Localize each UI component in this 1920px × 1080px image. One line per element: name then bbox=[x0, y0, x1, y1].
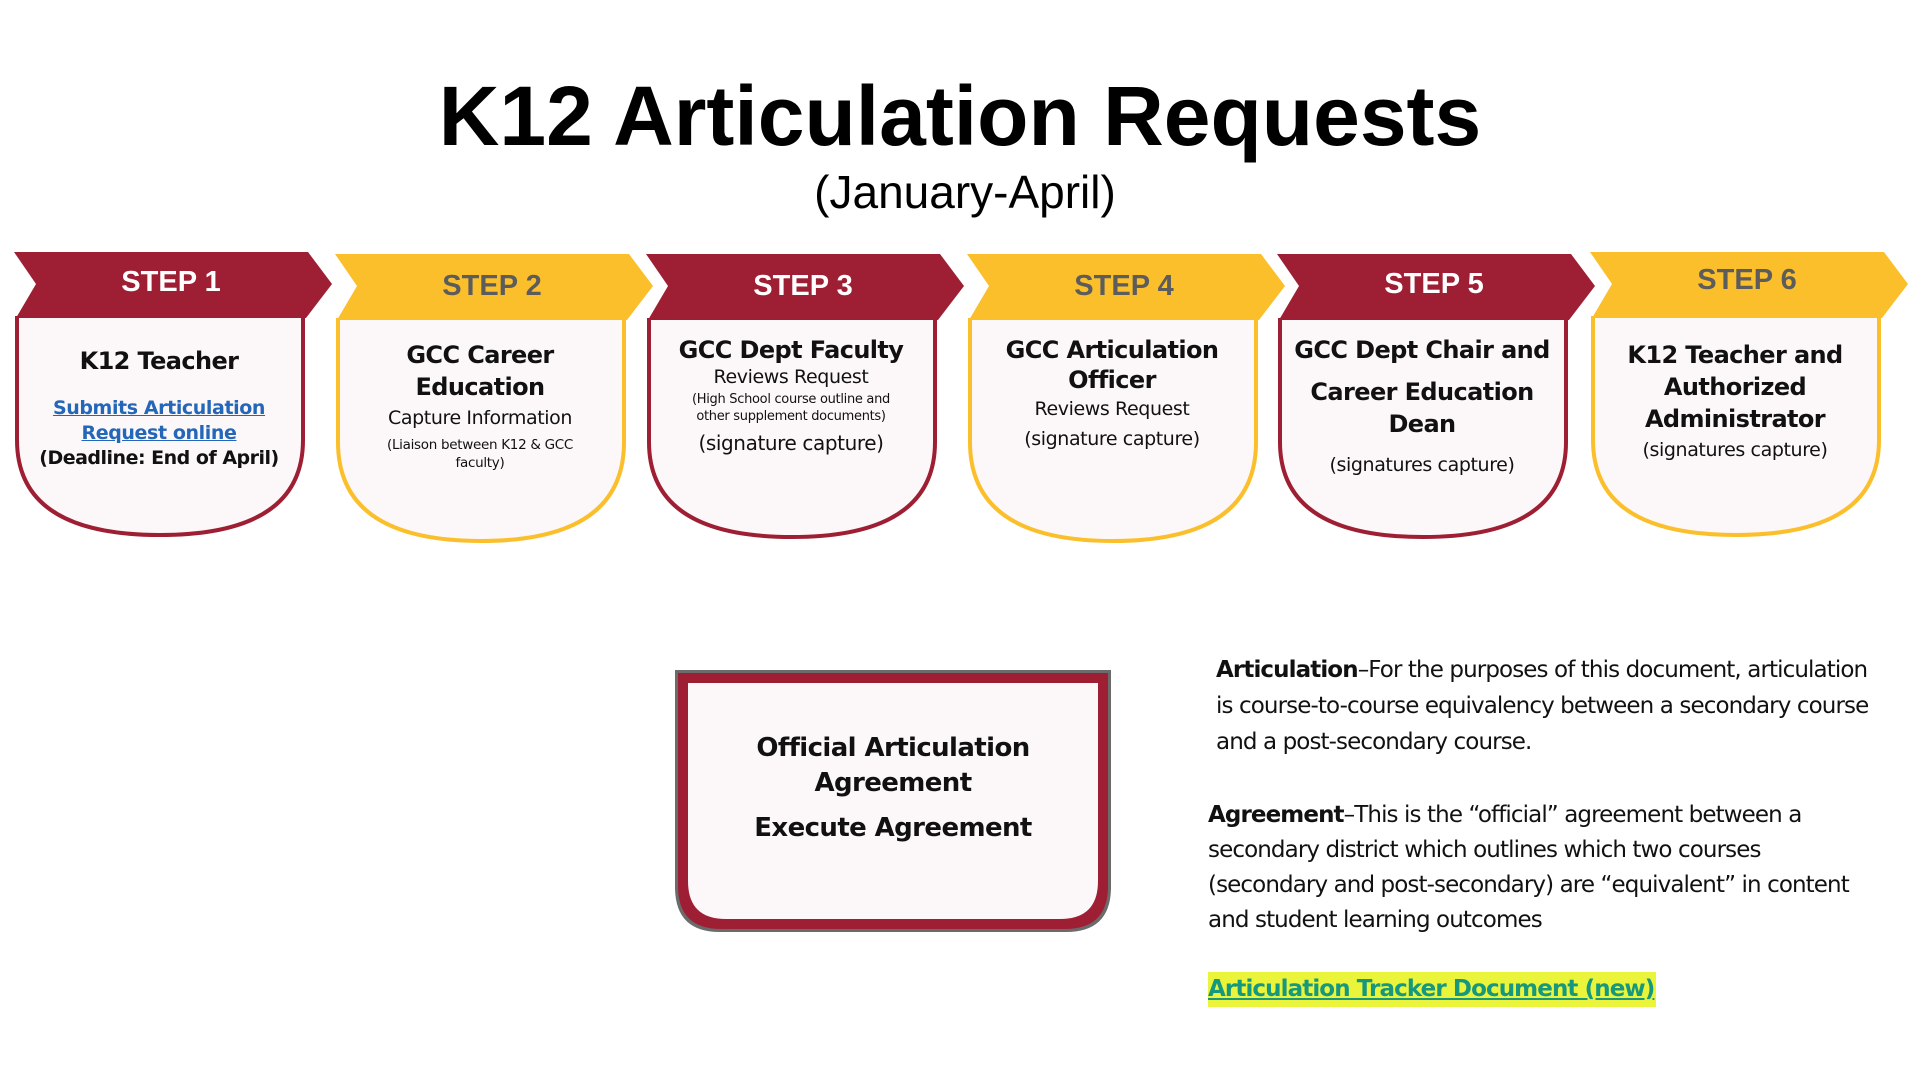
step-5-label: STEP 5 bbox=[1384, 268, 1484, 300]
step-3-action: Reviews Request bbox=[713, 366, 869, 388]
step-2-detail-line-2: faculty) bbox=[455, 455, 505, 471]
definitions-panel: Articulation–For the purposes of this do… bbox=[1208, 652, 1888, 1007]
step-4-role-line-1: GCC Articulation bbox=[1005, 336, 1219, 364]
definition-agreement: Agreement–This is the “official” agreeme… bbox=[1208, 798, 1878, 938]
step-3-card: STEP 3 GCC Dept Faculty Reviews Request … bbox=[644, 252, 964, 552]
step-2-detail-line-1: (Liaison between K12 & GCC bbox=[386, 437, 574, 453]
definition-articulation: Articulation–For the purposes of this do… bbox=[1208, 652, 1888, 760]
definition-term-articulation: Articulation bbox=[1216, 657, 1359, 683]
step-5-role-line-2: Career Education bbox=[1310, 378, 1534, 406]
step-2-body: GCC Career Education Capture Information… bbox=[339, 340, 621, 472]
step-6-signature: (signatures capture) bbox=[1642, 439, 1828, 461]
step-6-card: STEP 6 K12 Teacher and Authorized Admini… bbox=[1588, 250, 1908, 550]
step-5-role-line-1: GCC Dept Chair and bbox=[1294, 336, 1550, 364]
step-4-label: STEP 4 bbox=[1074, 270, 1174, 302]
step-1-body: K12 Teacher Submits Articulation Request… bbox=[18, 346, 300, 470]
step-4-action: Reviews Request bbox=[1034, 398, 1190, 420]
step-6-role-line-2: Authorized bbox=[1663, 373, 1807, 401]
step-3-detail-line-2: other supplement documents) bbox=[696, 409, 886, 424]
step-6-shape bbox=[1590, 252, 1908, 538]
step-5-card: STEP 5 GCC Dept Chair and Career Educati… bbox=[1275, 252, 1595, 552]
step-2-card: STEP 2 GCC Career Education Capture Info… bbox=[333, 252, 653, 552]
step-3-body: GCC Dept Faculty Reviews Request (High S… bbox=[650, 335, 932, 455]
step-1-role: K12 Teacher bbox=[79, 347, 239, 375]
step-3-role: GCC Dept Faculty bbox=[678, 336, 904, 364]
step-4-card: STEP 4 GCC Articulation Officer Reviews … bbox=[965, 252, 1285, 552]
page-title: K12 Articulation Requests bbox=[438, 69, 1482, 163]
step-2-action: Capture Information bbox=[388, 407, 572, 429]
step-2-role-line-1: GCC Career bbox=[406, 341, 554, 369]
page-subtitle: (January-April) bbox=[814, 166, 1116, 218]
step-6-role-line-3: Administrator bbox=[1644, 405, 1826, 433]
step-1-deadline: (Deadline: End of April) bbox=[39, 447, 279, 469]
step-2-role-line-2: Education bbox=[415, 373, 546, 401]
step-1-label: STEP 1 bbox=[121, 266, 221, 298]
step-4-role-line-2: Officer bbox=[1068, 366, 1156, 394]
step-3-label: STEP 3 bbox=[753, 270, 853, 302]
step-4-body: GCC Articulation Officer Reviews Request… bbox=[971, 335, 1253, 451]
step-5-shape bbox=[1277, 254, 1595, 540]
agreement-box-shape bbox=[675, 670, 1111, 932]
official-agreement-box: Official Articulation Agreement Execute … bbox=[670, 665, 1116, 937]
submit-request-link-line-1[interactable]: Submits Articulation bbox=[52, 397, 266, 419]
step-5-signature: (signatures capture) bbox=[1329, 454, 1515, 476]
step-5-body: GCC Dept Chair and Career Education Dean… bbox=[1281, 335, 1563, 477]
step-2-shape bbox=[335, 254, 653, 544]
step-3-detail-line-1: (High School course outline and bbox=[691, 392, 890, 407]
submit-request-link[interactable]: Submits Articulation Request online bbox=[18, 396, 300, 446]
definition-term-agreement: Agreement bbox=[1208, 802, 1345, 828]
definition-text-articulation: –For the purposes of this document, arti… bbox=[1216, 657, 1869, 755]
step-5-role-line-3: Dean bbox=[1388, 410, 1456, 438]
submit-request-link-line-2[interactable]: Request online bbox=[81, 422, 237, 444]
step-2-label: STEP 2 bbox=[442, 270, 542, 302]
step-3-signature: (signature capture) bbox=[698, 431, 884, 455]
step-3-shape bbox=[646, 254, 964, 540]
step-4-shape bbox=[967, 254, 1285, 544]
agreement-action: Execute Agreement bbox=[754, 813, 1032, 843]
agreement-title-line-2: Agreement bbox=[814, 768, 972, 798]
step-1-shape bbox=[14, 252, 332, 538]
step-6-body: K12 Teacher and Authorized Administrator… bbox=[1594, 340, 1876, 462]
agreement-title-line-1: Official Articulation bbox=[756, 733, 1030, 763]
step-4-signature: (signature capture) bbox=[1024, 428, 1200, 450]
step-6-role-line-1: K12 Teacher and bbox=[1627, 341, 1843, 369]
articulation-tracker-link[interactable]: Articulation Tracker Document (new) bbox=[1208, 972, 1657, 1007]
agreement-box-text: Official Articulation Agreement Execute … bbox=[670, 731, 1116, 846]
definition-text-agreement: –This is the “official” agreement betwee… bbox=[1208, 802, 1850, 933]
step-6-label: STEP 6 bbox=[1697, 264, 1797, 296]
step-1-card: STEP 1 K12 Teacher Submits Articulation … bbox=[12, 250, 332, 550]
